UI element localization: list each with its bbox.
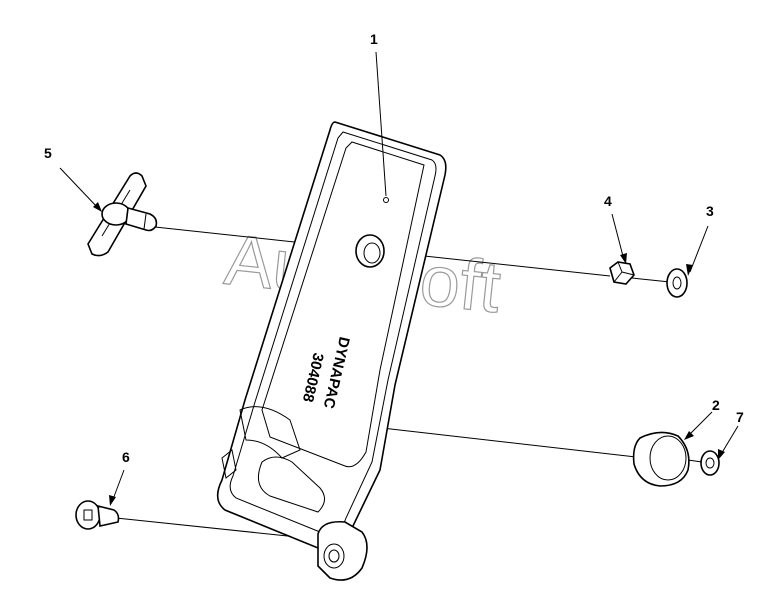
hex-nut-edge	[617, 261, 623, 273]
pedal-body-part: DYNAPAC 304088	[216, 121, 447, 581]
assembly-line-4-to-3	[631, 277, 671, 283]
screw-shank	[97, 504, 120, 527]
leader-2	[687, 411, 713, 437]
hex-nut-edge-2	[613, 271, 623, 283]
arrow-3	[686, 264, 693, 276]
rubber-stop-body	[632, 431, 690, 487]
screw-part	[75, 500, 120, 530]
arrow-6	[109, 495, 116, 506]
leader-5	[59, 167, 99, 209]
washer-3-body	[666, 268, 688, 298]
hex-nut-body	[609, 261, 635, 285]
pedal-face-panel	[261, 141, 425, 468]
hex-nut-edge-3	[621, 271, 635, 276]
washer-3-hole	[672, 276, 682, 290]
pedal-lower-pocket	[257, 456, 325, 513]
hex-nut-part	[609, 261, 635, 285]
pedal-mounting-hole-inner	[363, 242, 381, 264]
leader-4	[611, 213, 625, 261]
arrow-5	[93, 202, 102, 212]
washer-7-hole	[705, 457, 715, 469]
leader-1	[375, 51, 387, 197]
t-bracket-stud	[125, 206, 158, 232]
arrow-7	[718, 449, 725, 460]
pedal-reference-dot	[383, 197, 389, 203]
rubber-stop-part	[632, 431, 690, 487]
pedal-mounting-hole	[355, 234, 385, 268]
pedal-side-tab	[221, 449, 237, 479]
pedal-pivot-hole	[323, 543, 345, 569]
assembly-line-2-to-7	[687, 459, 703, 463]
screw-head	[75, 500, 101, 530]
assembly-line-pedal-to-2	[381, 427, 637, 458]
arrow-4	[620, 253, 627, 264]
pedal-outline	[216, 121, 447, 550]
washer-7-part	[700, 450, 720, 476]
leader-3	[689, 225, 709, 273]
callout-2: 2	[712, 397, 720, 413]
callout-3: 3	[706, 203, 714, 219]
callout-labels: 1 2 3 4 5 6 7	[44, 31, 744, 465]
callout-leaders	[59, 51, 739, 506]
pedal-lower-step	[239, 406, 301, 459]
callout-1: 1	[370, 31, 378, 47]
callout-4: 4	[604, 193, 612, 209]
callout-5: 5	[44, 145, 52, 161]
leader-7	[719, 425, 739, 457]
rubber-stop-face	[649, 435, 687, 481]
callout-6: 6	[122, 449, 130, 465]
t-bracket-stud-ring	[143, 213, 147, 230]
pedal-pivot-hole-inner	[328, 549, 340, 563]
callout-7: 7	[736, 409, 744, 425]
pedal-pivot-boss	[317, 520, 368, 581]
washer-7-body	[700, 450, 720, 476]
t-bracket-part	[87, 172, 158, 257]
washer-3-part	[666, 268, 688, 298]
screw-head-recess	[83, 509, 93, 521]
arrow-2	[684, 431, 694, 440]
